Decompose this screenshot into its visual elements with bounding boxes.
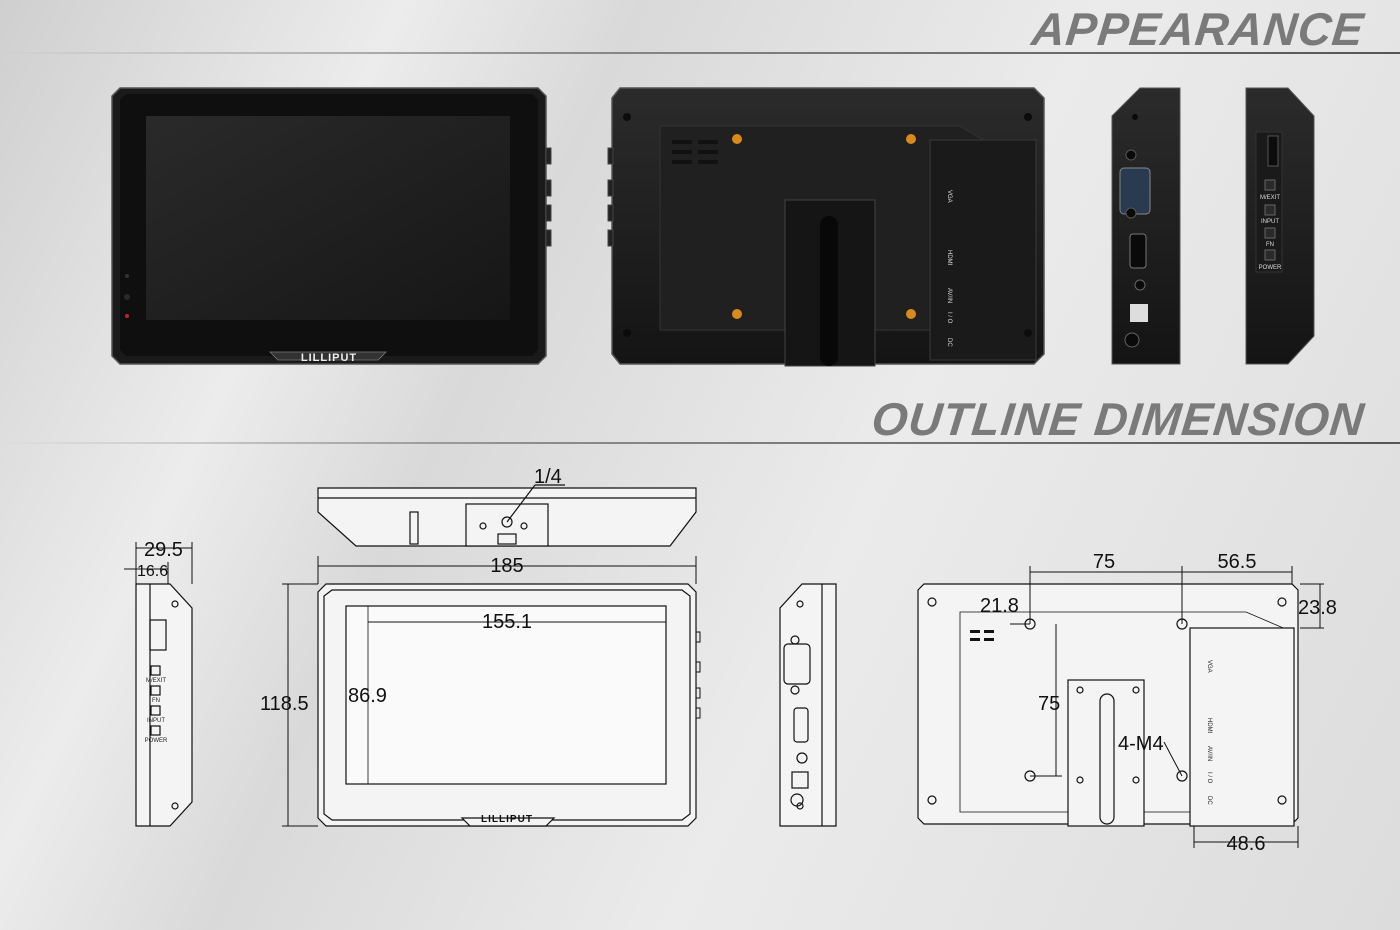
- appearance-divider: [0, 52, 1400, 54]
- dim-screen-height: 86.9: [348, 685, 387, 707]
- outline-divider: [0, 442, 1400, 444]
- outline-button-mexit: M/EXIT: [146, 678, 166, 684]
- outline-port-vga: VGA: [1206, 660, 1212, 673]
- outline-button-power: POWER: [145, 738, 168, 744]
- outline-port-hdmi: HDMI: [1206, 718, 1212, 734]
- front-screen: [146, 116, 510, 320]
- side-view-buttons-photo: M/EXIT INPUT FN POWER: [1245, 87, 1315, 365]
- outline-port-io: I / O: [1206, 772, 1212, 784]
- photo-button-fn: FN: [1266, 242, 1274, 248]
- side-hdmi-port: [1129, 233, 1147, 269]
- outline-rear-view: [917, 583, 1299, 827]
- dim-bottom: 48.6: [1227, 833, 1266, 855]
- outline-port-dc: DC: [1206, 796, 1212, 805]
- dim-depth-total: 29.5: [144, 539, 183, 561]
- front-view-photo: LILLIPUT: [111, 87, 552, 365]
- outline-front-view: [317, 583, 701, 827]
- photo-button-input: INPUT: [1261, 219, 1279, 225]
- rear-port-dc: DC: [946, 338, 952, 347]
- dim-offset-top-right: 23.8: [1298, 597, 1337, 619]
- rear-port-io: I / O: [946, 312, 952, 324]
- photo-button-mexit: M/EXIT: [1260, 195, 1280, 201]
- dim-height: 118.5: [260, 693, 309, 715]
- outline-side-ports: [779, 583, 837, 827]
- outline-brand-logo: LILLIPUT: [481, 814, 533, 825]
- rear-view-photo: VGA HDMI AV/IN I / O DC: [607, 87, 1045, 367]
- outline-side-buttons: [135, 583, 193, 827]
- dim-mount-thread: 1/4: [534, 466, 562, 488]
- rear-port-hdmi: HDMI: [946, 250, 952, 266]
- side-view-ports-photo: [1111, 87, 1181, 365]
- dim-depth-body: 16.6: [137, 563, 168, 580]
- rear-vesa-screws: [732, 134, 916, 319]
- outline-button-input: INPUT: [147, 718, 165, 724]
- front-brand-logo: LILLIPUT: [301, 352, 357, 364]
- dim-offset-right: 56.5: [1218, 551, 1257, 573]
- outline-button-fn: FN: [152, 698, 160, 704]
- dim-offset-top-left: 21.8: [980, 595, 1019, 617]
- rear-port-vga: VGA: [946, 190, 952, 203]
- dim-screen-width: 155.1: [482, 611, 532, 633]
- photo-button-power: POWER: [1259, 265, 1282, 271]
- dim-vesa-width: 75: [1093, 551, 1115, 573]
- outline-top-view: [317, 484, 697, 547]
- side-vga-port: [1119, 167, 1151, 215]
- rear-port-avin: AV/IN: [946, 288, 952, 303]
- dim-screw-spec: 4-M4: [1118, 733, 1164, 755]
- outline-port-avin: AV/IN: [1206, 746, 1212, 761]
- dim-width: 185: [490, 555, 523, 577]
- dim-vesa-height: 75: [1038, 693, 1060, 715]
